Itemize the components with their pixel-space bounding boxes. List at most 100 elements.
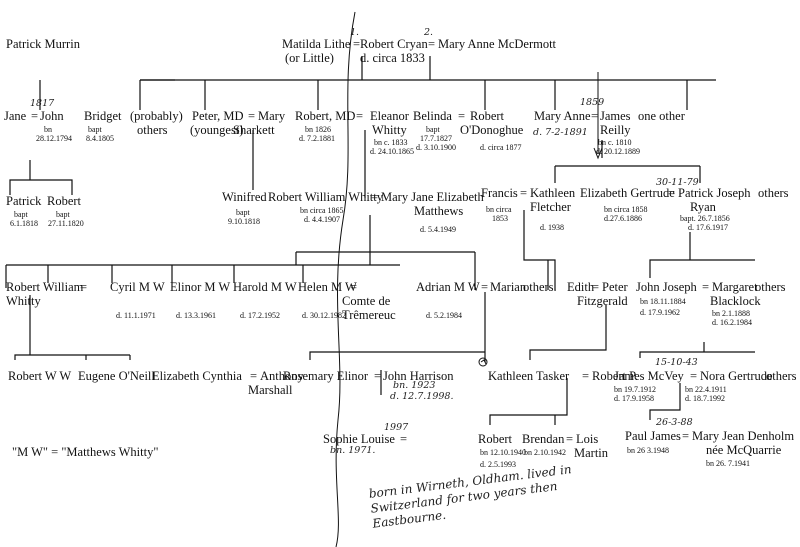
equals-sign: = — [356, 109, 364, 123]
equals-sign: = — [353, 37, 361, 51]
harold-mw: Harold M W — [233, 280, 297, 294]
odonoghue-death: d. circa 1877 — [480, 143, 522, 152]
bridget-bapt-label: bapt — [88, 125, 102, 134]
comte-tremereuc: Trêmereuc — [342, 308, 396, 322]
legend-matthews-whitty: "M W" = "Matthews Whitty" — [12, 445, 159, 459]
lois: Lois — [576, 432, 599, 446]
probably-label: (probably) — [130, 109, 183, 123]
winifred-bapt-label: bapt — [236, 208, 250, 217]
matilda-lithe: Matilda Lithe — [282, 37, 351, 51]
one-other: one other — [638, 109, 685, 123]
winifred: Winifred — [222, 190, 267, 204]
kathleen: Kathleen — [530, 186, 576, 200]
kathleen-fletcher: Fletcher — [530, 200, 571, 214]
rosemary-elinor: Rosemary Elinor — [283, 369, 369, 383]
nora-gertrude: Nora Gertrude — [700, 369, 773, 383]
mary-anne-year: 1859 — [580, 97, 605, 108]
cyril-mw: Cyril M W — [110, 280, 165, 294]
brendan: Brendan — [522, 432, 565, 446]
equals-sign: = — [566, 432, 574, 446]
mary-jean-born: bn 26. 7.1941 — [706, 459, 750, 468]
belinda-death: d. 3.10.1900 — [416, 143, 456, 152]
brendan-born: bn 2.10.1942 — [524, 448, 566, 457]
elizabeth-gertrude: Elizabeth Gertrude — [580, 186, 675, 200]
others-label: others — [755, 280, 786, 294]
paul-james: Paul James — [625, 429, 681, 443]
mark-1: 1. — [350, 27, 360, 38]
rww-born: bn circa 1865 — [300, 206, 344, 215]
peter-fitzgerald: Fitzgerald — [577, 294, 628, 308]
winifred-bapt-date: 9.10.1818 — [228, 217, 260, 226]
equals-sign: = — [80, 280, 88, 294]
elizabeth-cynthia: Elizabeth Cynthia — [152, 369, 242, 383]
jane: Jane — [4, 109, 27, 123]
equals-sign: = — [702, 280, 710, 294]
kathleen-tasker: Kathleen Tasker — [488, 369, 570, 383]
robert-p: Robert P. — [592, 369, 638, 383]
mary-jane-elizabeth: Mary Jane Elizabeth — [381, 190, 484, 204]
peter-youngest: (youngest) — [190, 123, 244, 137]
belinda: Belinda — [413, 109, 452, 123]
jh-death: d. 12.7.1998. — [390, 391, 454, 402]
john-joseph: John Joseph — [636, 280, 697, 294]
patrick-bapt-label: bapt — [14, 210, 28, 219]
belinda-bapt-label: bapt — [426, 125, 440, 134]
robert-william: Robert William — [6, 280, 84, 294]
equals-sign: = — [592, 280, 600, 294]
jh-born: bn. 1923 — [393, 380, 436, 391]
equals-sign: = — [400, 432, 408, 446]
jm-death: d. 17.9.1958 — [614, 394, 654, 403]
matilda-or-little: (or Little) — [285, 51, 334, 65]
adrian-mw: Adrian M W — [416, 280, 480, 294]
patrick-bapt-date: 6.1.1818 — [10, 219, 38, 228]
others-label: others — [137, 123, 168, 137]
robert: Robert — [478, 432, 513, 446]
mary-jean-nee: née McQuarrie — [706, 443, 782, 457]
equals-sign: = — [668, 186, 676, 200]
james-death: d. 20.12.1889 — [596, 147, 640, 156]
francis-born-label: bn circa — [486, 205, 512, 214]
eugene-oneill: Eugene O'Neill — [78, 369, 155, 383]
james: James — [600, 109, 631, 123]
rww-death: d. 4.4.1907 — [304, 215, 340, 224]
robert-death: d. 2.5.1993 — [480, 460, 516, 469]
eg-born: bn circa 1858 — [604, 205, 648, 214]
mary-jean-denholm: Mary Jean Denholm — [692, 429, 795, 443]
eg-death: d.27.6.1886 — [604, 214, 642, 223]
belinda-bapt-date: 17.7.1827 — [420, 134, 452, 143]
robert-md-death: d. 7.2.1881 — [299, 134, 335, 143]
others-label: others — [766, 369, 797, 383]
robert-william-whitty-surname: Whitty — [6, 294, 41, 308]
harold-death: d. 17.2.1952 — [240, 311, 280, 320]
eleanor-death: d. 24.10.1865 — [370, 147, 414, 156]
nora-death: d. 18.7.1992 — [685, 394, 725, 403]
james-mcvey: James McVey — [614, 369, 684, 383]
anthony-marshall: Marshall — [248, 383, 293, 397]
john-harrison: John Harrison — [383, 369, 454, 383]
jj-born: bn 18.11.1884 — [640, 297, 686, 306]
john: John — [40, 109, 64, 123]
jm-born: bn 19.7.1912 — [614, 385, 656, 394]
robert-cryan-death: d. circa 1833 — [360, 51, 425, 65]
bridget-bapt-date: 8.4.1805 — [86, 134, 114, 143]
jj-death: d. 17.9.1962 — [640, 308, 680, 317]
robert-cryan: Robert Cryan — [360, 37, 428, 51]
margaret-death: d. 16.2.1984 — [712, 318, 752, 327]
paul-born: bn 26 3.1948 — [627, 446, 669, 455]
john-born-date: 28.12.1794 — [36, 134, 72, 143]
equals-sign: = — [371, 190, 379, 204]
equals-sign: = — [31, 109, 39, 123]
elinor-mw: Elinor M W — [170, 280, 231, 294]
kathleen-death: d. 1938 — [540, 223, 564, 232]
anthony: Anthony — [260, 369, 304, 383]
mary: Mary — [258, 109, 286, 123]
margaret-born: bn 2.1.1888 — [712, 309, 750, 318]
patrick-joseph: Patrick Joseph — [678, 186, 751, 200]
helen-mw: Helen M W — [298, 280, 357, 294]
mary-anne: Mary Anne — [534, 109, 591, 123]
jane-year: 1817 — [30, 98, 55, 109]
robert-odonoghue-first: Robert — [470, 109, 505, 123]
equals-sign: = — [591, 109, 599, 123]
